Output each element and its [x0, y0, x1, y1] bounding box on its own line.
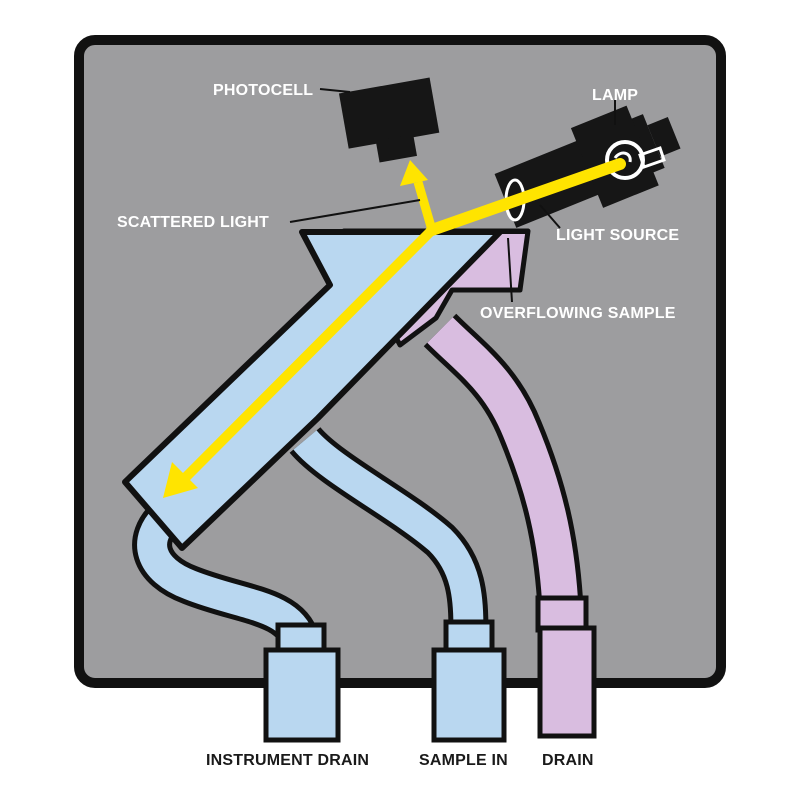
label-sample-in: SAMPLE IN: [419, 752, 508, 769]
instrument-drain-path: [132, 500, 341, 743]
label-scattered-light: SCATTERED LIGHT: [117, 214, 269, 231]
label-drain: DRAIN: [542, 752, 594, 769]
label-photocell: PHOTOCELL: [213, 82, 313, 99]
sample-in-path: [289, 426, 507, 743]
beam-arrowhead-down: [163, 462, 198, 498]
label-overflowing-sample: OVERFLOWING SAMPLE: [480, 305, 676, 322]
beam-arrowhead-up: [400, 160, 428, 186]
label-lamp: LAMP: [592, 87, 638, 104]
leader-lines: [289, 88, 616, 303]
light-beams: [163, 158, 626, 498]
lamp-bulb-icon: [605, 140, 666, 180]
label-light-source: LIGHT SOURCE: [556, 227, 679, 244]
photocell: [338, 77, 440, 163]
label-instrument-drain: INSTRUMENT DRAIN: [206, 752, 369, 769]
